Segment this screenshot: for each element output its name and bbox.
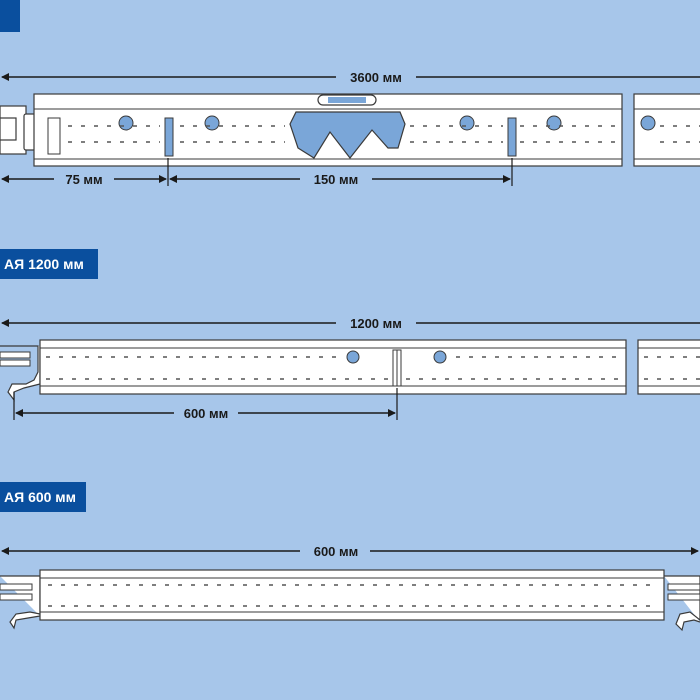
cross-1200-right-fragment	[637, 339, 700, 395]
main-profile-slot-left	[47, 117, 61, 155]
dimension-text-600-section2: 600 мм	[184, 406, 229, 421]
dimension-text-1200: 1200 мм	[350, 316, 402, 331]
cross-1200-hole-2	[433, 350, 447, 364]
main-profile-cross-slot-2	[507, 117, 517, 157]
main-profile-left-lock	[0, 117, 17, 141]
cross-1200-body	[39, 339, 627, 395]
dimension-text-150: 150 мм	[314, 172, 359, 187]
main-profile-right-hole	[640, 115, 656, 131]
cross-profile-600: 600 мм	[0, 544, 700, 632]
main-profile-hole-1	[118, 115, 134, 131]
main-profile-right-fragment	[633, 93, 700, 167]
dimension-text-75: 75 мм	[65, 172, 102, 187]
cross-600-perforation	[48, 584, 658, 607]
cross-profile-1200: 1200 мм	[0, 316, 700, 421]
dimension-text-600-total: 600 мм	[314, 544, 359, 559]
cross-1200-hole-1	[346, 350, 360, 364]
main-profile-cross-slot-1	[164, 117, 174, 157]
main-profile-hole-4	[546, 115, 562, 131]
main-profile-hole-2	[204, 115, 220, 131]
section-label-cross-1200: АЯ 1200 мм	[0, 249, 98, 279]
cross-1200-left-end	[0, 345, 41, 402]
cross-1200-perforation	[46, 356, 622, 380]
dimension-text-3600: 3600 мм	[350, 70, 402, 85]
section-label-cross-600: АЯ 600 мм	[0, 482, 86, 512]
main-profile: 3600 мм	[0, 70, 700, 187]
main-profile-top-window-inner	[328, 97, 366, 103]
main-profile-perforation	[68, 125, 618, 143]
top-left-label-box	[0, 0, 20, 32]
main-profile-center-cutout	[289, 111, 406, 159]
main-profile-hole-3	[459, 115, 475, 131]
